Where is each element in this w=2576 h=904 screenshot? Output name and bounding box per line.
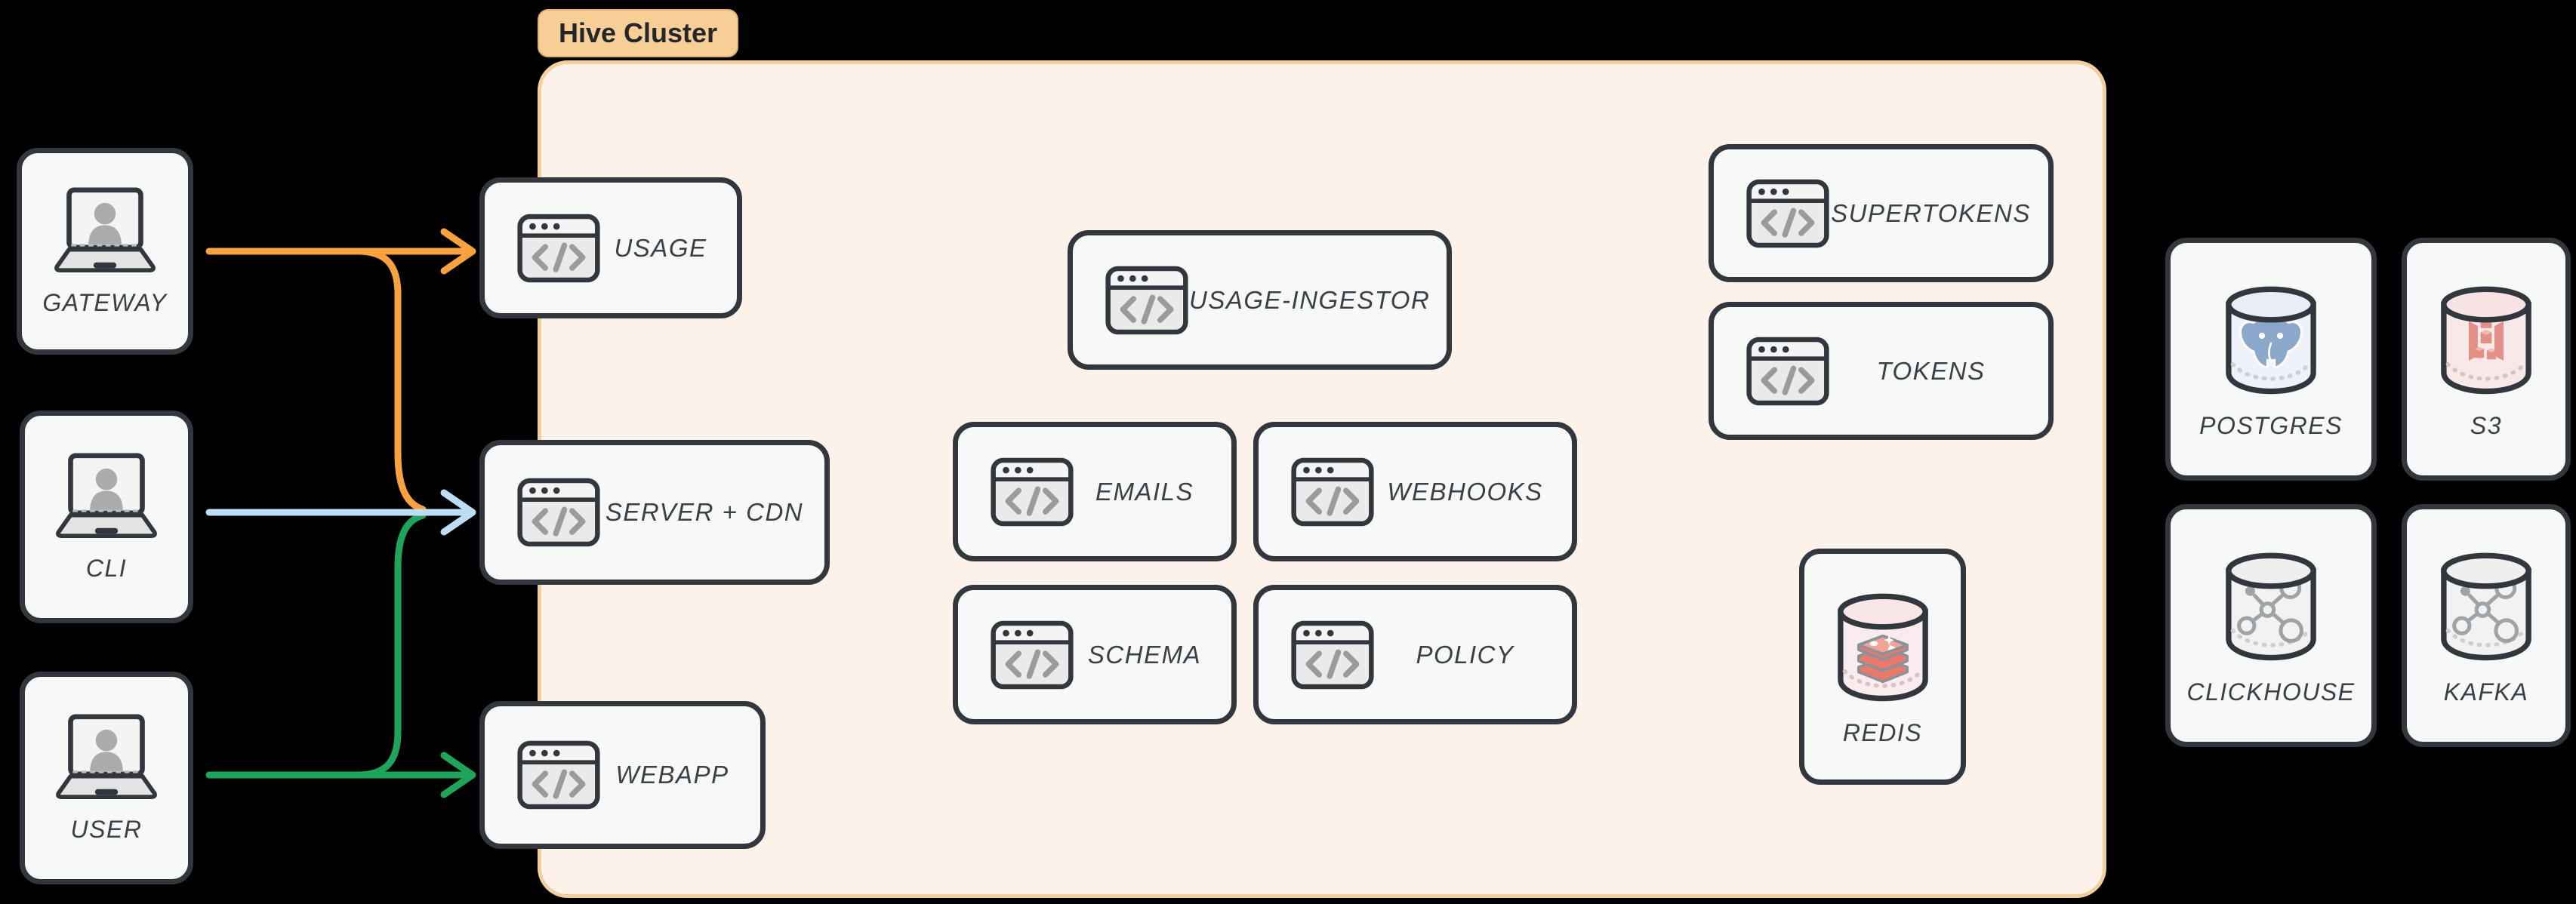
node-policy: POLICY	[1253, 585, 1577, 724]
node-cli: CLI	[20, 410, 193, 623]
node-server-cdn-label: SERVER + CDN	[605, 498, 804, 526]
node-postgres: POSTGRES	[2165, 238, 2377, 481]
node-kafka: KAFKA	[2402, 504, 2571, 747]
edge-gateway-to-server-cdn	[354, 248, 427, 513]
node-schema-label: SCHEMA	[1087, 640, 1202, 669]
node-emails-label: EMAILS	[1095, 477, 1194, 506]
node-usage-ingestor-label: USAGE-INGESTOR	[1189, 285, 1431, 314]
laptop-user-icon	[49, 713, 164, 801]
postgres-database-icon	[2219, 282, 2323, 397]
node-server-cdn: SERVER + CDN	[479, 440, 830, 585]
node-tokens: TOKENS	[1709, 302, 2054, 440]
code-window-icon	[1746, 336, 1830, 407]
node-usage-label: USAGE	[614, 233, 707, 262]
node-postgres-label: POSTGRES	[2199, 411, 2343, 439]
code-window-icon	[516, 213, 601, 284]
node-supertokens-label: SUPERTOKENS	[1831, 198, 2031, 227]
node-redis: REDIS	[1799, 549, 1966, 785]
node-usage-ingestor: USAGE-INGESTOR	[1068, 230, 1452, 370]
node-supertokens: SUPERTOKENS	[1709, 144, 2054, 282]
node-webhooks: WEBHOOKS	[1253, 422, 1577, 561]
code-window-icon	[1105, 265, 1189, 336]
node-gateway-label: GATEWAY	[42, 288, 168, 316]
node-webapp: WEBAPP	[479, 701, 766, 849]
arrowhead-server-cdn	[440, 489, 476, 536]
redis-database-icon	[1831, 589, 1935, 704]
code-window-icon	[990, 457, 1074, 527]
arrowhead-usage	[440, 228, 476, 275]
network-database-icon	[2434, 549, 2538, 663]
node-clickhouse: CLICKHOUSE	[2165, 504, 2377, 747]
edge-user-to-server-cdn	[354, 512, 427, 779]
code-window-icon	[1290, 457, 1375, 527]
code-window-icon	[990, 620, 1074, 690]
node-gateway: GATEWAY	[17, 148, 193, 355]
node-user: USER	[20, 672, 193, 884]
code-window-icon	[516, 477, 601, 548]
code-window-icon	[516, 739, 601, 810]
laptop-user-icon	[48, 186, 162, 274]
node-tokens-label: TOKENS	[1876, 356, 1986, 385]
node-webhooks-label: WEBHOOKS	[1387, 477, 1543, 506]
node-s3-label: S3	[2470, 411, 2503, 439]
node-usage: USAGE	[479, 177, 742, 318]
node-schema: SCHEMA	[953, 585, 1237, 724]
node-kafka-label: KAFKA	[2443, 678, 2529, 706]
arrowhead-webapp	[440, 752, 476, 798]
node-cli-label: CLI	[85, 554, 128, 582]
network-database-icon	[2219, 549, 2323, 663]
code-window-icon	[1746, 178, 1830, 249]
node-webapp-label: WEBAPP	[615, 761, 729, 789]
laptop-user-icon	[49, 452, 164, 540]
node-policy-label: POLICY	[1416, 640, 1514, 669]
node-redis-label: REDIS	[1842, 719, 1923, 746]
node-user-label: USER	[70, 815, 143, 843]
node-s3: S3	[2402, 238, 2571, 481]
node-emails: EMAILS	[953, 422, 1237, 561]
code-window-icon	[1290, 620, 1375, 690]
node-clickhouse-label: CLICKHOUSE	[2186, 678, 2356, 706]
hive-cluster-label: Hive Cluster	[538, 9, 739, 57]
s3-database-icon	[2434, 282, 2538, 397]
